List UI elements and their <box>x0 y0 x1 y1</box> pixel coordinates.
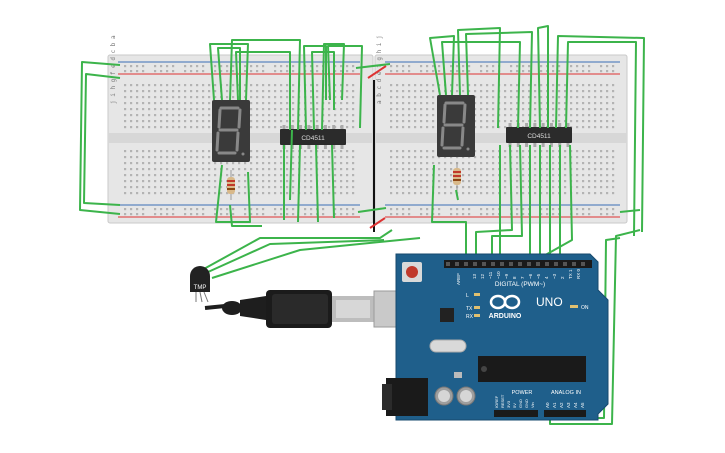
analog-pin-label: A5 <box>580 402 585 408</box>
analog-in-label: ANALOG IN <box>551 390 581 396</box>
resistor-left[interactable] <box>227 170 235 200</box>
wires <box>79 25 645 425</box>
seven-segment-display-left[interactable] <box>212 100 250 162</box>
aref-label: AREF <box>456 273 461 285</box>
digital-pin-label: ~9 <box>504 273 509 279</box>
analog-pin-label: A4 <box>573 402 578 408</box>
digital-pin-label: 12 <box>480 273 485 279</box>
digital-pin-label: ~10 <box>496 271 501 279</box>
digital-pin-label: 2 <box>560 276 565 279</box>
analog-pin-label: A1 <box>552 402 557 408</box>
power-pin-label: GND <box>524 399 529 408</box>
digital-pin-label: ~3 <box>552 273 557 279</box>
resistor-right[interactable] <box>453 162 461 192</box>
power-header <box>494 410 538 417</box>
rail-jumper-red-top <box>367 65 387 79</box>
seven-segment-display-right[interactable] <box>437 95 475 157</box>
digital-pin-label: ~6 <box>528 273 533 279</box>
row-letters-left: j i h g f e d c b a <box>110 35 117 104</box>
rail-jumper-red <box>369 217 386 229</box>
power-pin-label: 3V3 <box>506 400 511 408</box>
analog-pin-label: A0 <box>545 402 550 408</box>
usb-cable <box>204 290 403 328</box>
temperature-sensor[interactable]: TMP <box>190 266 210 303</box>
arduino-logo-icon <box>489 294 521 310</box>
on-led-label: ON <box>581 305 589 311</box>
arduino-model: UNO <box>536 295 563 309</box>
led-rx-label: RX <box>466 314 474 320</box>
power-pin-label: RESET <box>500 394 505 408</box>
digital-pin-label: 13 <box>472 273 477 279</box>
power-pin-label: 5V <box>512 403 517 408</box>
microcontroller-chip <box>478 356 586 382</box>
analog-header <box>544 410 586 417</box>
digital-pin-label: ~11 <box>488 271 493 279</box>
led-tx-label: TX <box>466 306 473 312</box>
power-label: POWER <box>512 390 533 396</box>
power-pin-label: GND <box>518 399 523 408</box>
analog-pin-label: A2 <box>559 402 564 408</box>
temperature-sensor-label: TMP <box>194 285 207 291</box>
digital-pin-label: 4 <box>544 276 549 279</box>
digital-pin-label: ~5 <box>536 273 541 279</box>
digital-pin-label: TX 1 <box>568 269 573 279</box>
power-jack <box>386 378 428 416</box>
power-pin-label: Vin <box>530 402 535 408</box>
digital-header-label: DIGITAL (PWM~) <box>495 281 545 288</box>
led-l-label: L <box>466 293 469 299</box>
analog-pin-label: A3 <box>566 402 571 408</box>
digital-pin-label: RX 0 <box>576 268 581 279</box>
digital-pin-label: 8 <box>512 276 517 279</box>
arduino-brand: ARDUINO <box>489 313 522 320</box>
digital-pin-label: 7 <box>520 276 525 279</box>
decoder-chip-left-label: CD4511 <box>301 135 325 142</box>
decoder-chip-right-label: CD4511 <box>527 133 551 140</box>
power-pin-label: IOREF <box>494 395 499 408</box>
